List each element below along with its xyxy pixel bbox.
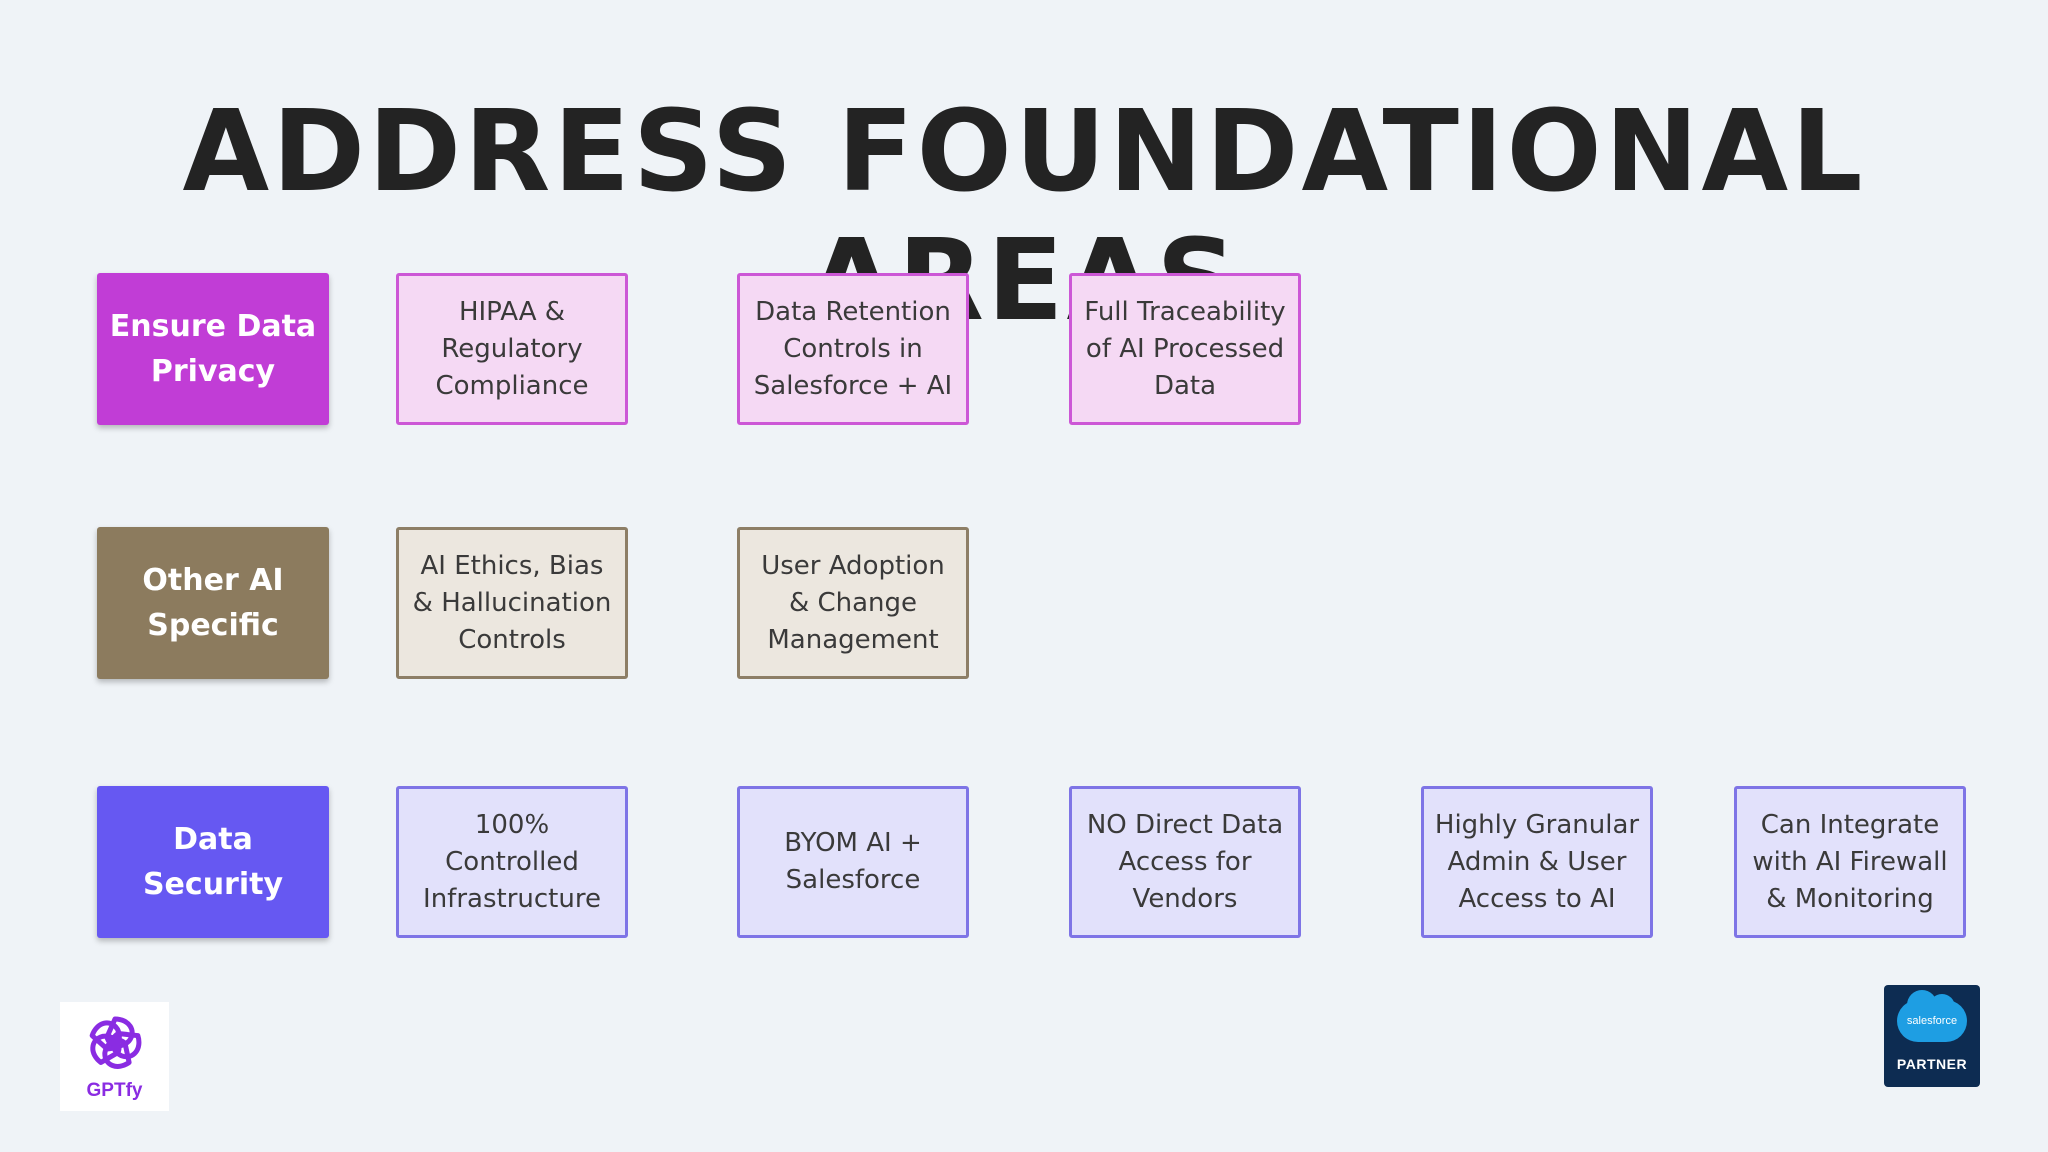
salesforce-cloud-text: salesforce bbox=[1906, 1015, 1958, 1027]
category-other-ai-specific: Other AI Specific bbox=[97, 527, 329, 679]
item-ai-ethics-bias: AI Ethics, Bias & Hallucination Controls bbox=[396, 527, 628, 679]
item-user-adoption: User Adoption & Change Management bbox=[737, 527, 969, 679]
category-ensure-data-privacy: Ensure Data Privacy bbox=[97, 273, 329, 425]
item-granular-access: Highly Granular Admin & User Access to A… bbox=[1421, 786, 1653, 938]
salesforce-partner-badge: salesforce PARTNER bbox=[1884, 985, 1980, 1087]
item-hipaa-compliance: HIPAA & Regulatory Compliance bbox=[396, 273, 628, 425]
item-no-direct-data-access: NO Direct Data Access for Vendors bbox=[1069, 786, 1301, 938]
category-data-security: Data Security bbox=[97, 786, 329, 938]
item-full-traceability: Full Traceability of AI Processed Data bbox=[1069, 273, 1301, 425]
item-ai-firewall: Can Integrate with AI Firewall & Monitor… bbox=[1734, 786, 1966, 938]
gptfy-logo: GPTfy bbox=[60, 1002, 169, 1111]
gptfy-wordmark: GPTfy bbox=[86, 1079, 143, 1101]
salesforce-cloud-icon: salesforce bbox=[1897, 990, 1967, 1042]
item-controlled-infrastructure: 100% Controlled Infrastructure bbox=[396, 786, 628, 938]
item-data-retention-controls: Data Retention Controls in Salesforce + … bbox=[737, 273, 969, 425]
gptfy-flower-icon bbox=[81, 1012, 149, 1078]
item-byom-ai: BYOM AI + Salesforce bbox=[737, 786, 969, 938]
partner-label: PARTNER bbox=[1896, 1056, 1968, 1072]
